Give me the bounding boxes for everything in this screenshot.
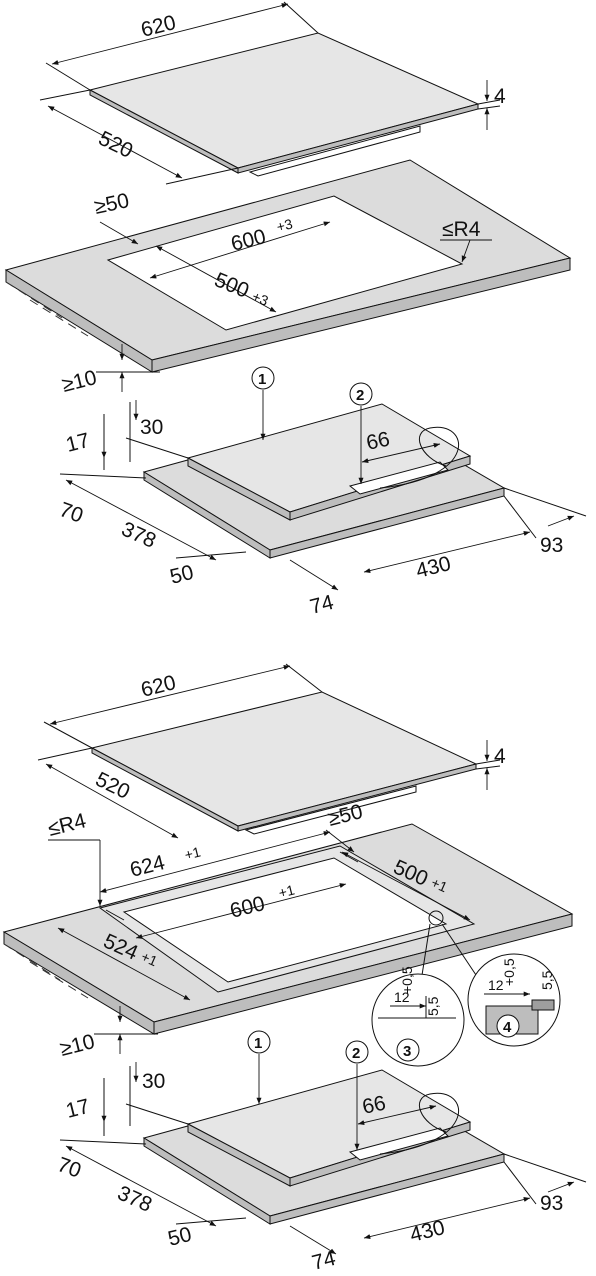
dim-378-a: 378 (118, 518, 159, 553)
dim-93-b: 93 (540, 1192, 563, 1215)
dim-378-b: 378 (114, 1182, 155, 1217)
dim-74-a: 74 (308, 591, 337, 619)
dim-30-b: 30 (142, 1070, 165, 1093)
detail-3-tol: +0,5 (399, 966, 415, 994)
dim-radius-b: ≤R4 (46, 809, 89, 841)
dim-50-a: 50 (168, 561, 196, 589)
appliance-body-b (142, 1069, 506, 1225)
dim-hob-depth-a: 520 (95, 127, 137, 163)
dim-outer-width-b: 624 (128, 851, 168, 882)
hob-plate-a (88, 32, 480, 177)
dim-cutout-width-tol-b: +1 (277, 881, 297, 900)
callout-1-a: 1 (258, 371, 266, 388)
worktop-a (4, 159, 572, 373)
detail-3: 12 +0,5 5,5 3 (371, 923, 465, 1067)
dim-93-a: 93 (540, 534, 563, 557)
dim-outer-width-tol-b: +1 (183, 843, 203, 862)
detail-3-label: 3 (403, 1043, 411, 1060)
dim-30-a: 30 (140, 416, 163, 439)
detail-4-width: 12 (488, 977, 504, 993)
dim-430-a: 430 (414, 552, 454, 583)
detail-3-width: 12 (394, 989, 410, 1005)
dim-cutout-depth-tol-a: +3 (250, 288, 271, 309)
dim-430-b: 430 (408, 1216, 448, 1247)
dim-min-below-b: ≥10 (58, 1030, 97, 1061)
dim-hob-thickness-b: 4 (494, 745, 506, 768)
appliance-body-a (142, 403, 506, 559)
dim-cutout-width-tol-a: +3 (275, 215, 295, 234)
dim-17-b: 17 (64, 1095, 92, 1123)
dim-50-b: 50 (166, 1223, 194, 1251)
detail-4-height: 5,5 (539, 970, 555, 990)
dim-17-a: 17 (64, 429, 92, 457)
dim-hob-width-a: 620 (139, 11, 179, 42)
dim-hob-thickness-a: 4 (494, 85, 506, 108)
detail-4-tol: +0,5 (501, 958, 517, 986)
dim-min-front-a: ≥50 (92, 189, 131, 219)
dim-cutout-depth-tol-b: +1 (139, 948, 160, 969)
callout-2-b: 2 (352, 1045, 360, 1062)
dim-hob-depth-b: 520 (92, 768, 134, 804)
callout-1-b: 1 (254, 1035, 262, 1052)
hob-plate-b (90, 691, 478, 835)
dim-min-below-a: ≥10 (60, 366, 99, 397)
dim-70-a: 70 (56, 498, 86, 528)
dim-66-a: 66 (364, 428, 392, 455)
figure-b: 620 520 4 ≤R4 ≥50 6 (2, 663, 587, 1275)
dim-radius-a: ≤R4 (442, 218, 481, 241)
callout-2-a: 2 (356, 387, 364, 404)
dim-70-b: 70 (54, 1153, 84, 1183)
detail-3-height: 5,5 (425, 996, 441, 1016)
dim-hob-width-b: 620 (139, 671, 179, 702)
detail-4: 12 +0,5 5,5 4 (441, 923, 561, 1047)
dim-74-b: 74 (310, 1247, 339, 1275)
dim-outer-depth-tol-b: +1 (429, 874, 450, 895)
detail-4-label: 4 (503, 1019, 512, 1036)
dim-66-b: 66 (360, 1092, 388, 1119)
figure-a: 620 520 4 ≥50 600 +3 500 +3 (4, 1, 587, 619)
